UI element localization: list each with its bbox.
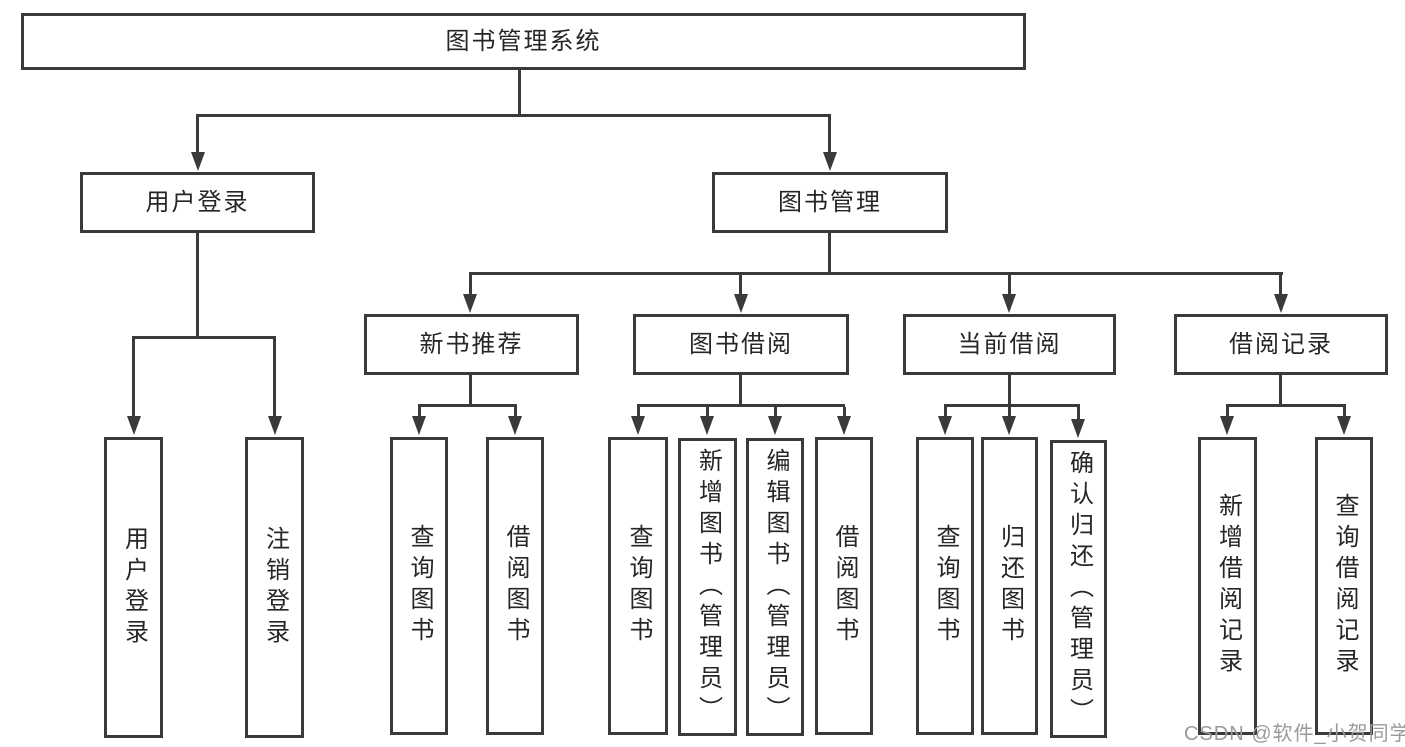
node-current-borrowing: 当前借阅 [903,314,1116,375]
connector-br-branch [1226,404,1346,407]
node-leaf-user-login: 用户登录 [104,437,163,738]
connector-user-login-stem [196,233,199,336]
arrow-into-rec-query [412,416,426,435]
arrow-into-cb-confirm [1071,419,1085,438]
node-leaf-bb-edit-books-admin: 编辑图书（管理员） [746,438,804,736]
connector-new-book-stub [469,275,472,295]
connector-cb-branch [944,404,1080,407]
connector-level2-branch [196,114,831,117]
arrow-into-borrow-record [1274,294,1288,313]
arrow-into-book-borrow [734,294,748,313]
connector-bb-borrow-stub [843,407,846,417]
connector-bb-add-stub [706,407,709,417]
node-borrowing-records: 借阅记录 [1174,314,1388,375]
node-library-management-system: 图书管理系统 [21,13,1026,70]
connector-user-login-stub [196,117,199,153]
connector-book-borrow-stub [739,275,742,295]
connector-br-stem [1279,375,1282,406]
arrow-into-br-add [1220,416,1234,435]
connector-cb-stem [1008,375,1011,406]
node-leaf-br-query-record: 查询借阅记录 [1315,437,1373,735]
connector-level3-branch [469,272,1283,275]
connector-bb-edit-stub [774,407,777,417]
node-leaf-bb-query-books: 查询图书 [608,437,668,735]
connector-cb-confirm-stub [1077,407,1080,419]
connector-book-mgmt-stem [828,233,831,272]
arrow-into-login-leaf [127,416,141,435]
connector-rec-stem [469,375,472,406]
arrow-into-bb-borrow [837,416,851,435]
connector-bb-stem [739,375,742,406]
connector-logout-leaf-stub [273,339,276,416]
connector-bb-query-stub [637,407,640,417]
connector-borrow-record-stub [1279,275,1282,295]
connector-cb-return-stub [1008,407,1011,417]
connector-login-leaf-stub [132,339,135,416]
arrow-into-logout-leaf [268,416,282,435]
node-leaf-cb-return-books: 归还图书 [981,437,1038,735]
node-leaf-cb-confirm-return-admin: 确认归还（管理员） [1050,440,1107,738]
arrow-into-br-query [1337,416,1351,435]
arrow-into-current-borrow [1002,294,1016,313]
connector-bb-branch [637,404,845,407]
node-book-borrowing: 图书借阅 [633,314,849,375]
connector-user-login-branch [132,336,276,339]
node-leaf-rec-borrow-books: 借阅图书 [486,437,544,735]
arrow-into-bb-query [631,416,645,435]
connector-root-stem [518,70,521,114]
connector-br-query-stub [1343,407,1346,417]
arrow-into-user-login [191,152,205,171]
node-leaf-bb-borrow-books: 借阅图书 [815,437,873,735]
arrow-into-new-book-rec [463,294,477,313]
arrow-into-cb-return [1002,416,1016,435]
node-leaf-cb-query-books: 查询图书 [916,437,974,735]
node-user-login: 用户登录 [80,172,315,233]
node-book-management: 图书管理 [712,172,948,233]
connector-book-mgmt-stub [828,117,831,153]
arrow-into-book-mgmt [823,152,837,171]
connector-rec-branch [418,404,517,407]
arrow-into-bb-add [700,416,714,435]
connector-br-add-stub [1226,407,1229,417]
connector-current-borrow-stub [1008,275,1011,295]
arrow-into-bb-edit [768,416,782,435]
node-leaf-br-add-record: 新增借阅记录 [1198,437,1257,735]
connector-cb-query-stub [944,407,947,417]
node-leaf-logout: 注销登录 [245,437,304,738]
node-new-book-recommendation: 新书推荐 [364,314,579,375]
connector-rec-borrow-stub [514,407,517,417]
node-leaf-bb-add-books-admin: 新增图书（管理员） [678,438,737,736]
csdn-watermark: CSDN @软件_小贺同学 [1184,723,1405,745]
arrow-into-rec-borrow [508,416,522,435]
arrow-into-cb-query [938,416,952,435]
node-leaf-rec-query-books: 查询图书 [390,437,448,735]
connector-rec-query-stub [418,407,421,417]
